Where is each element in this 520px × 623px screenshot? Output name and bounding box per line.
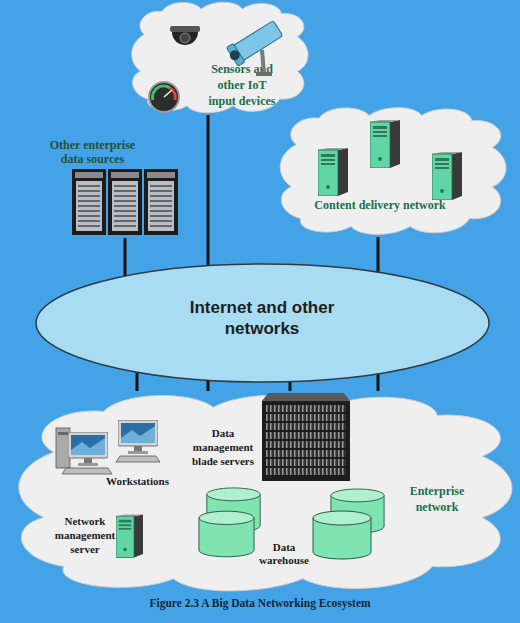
workstation-icons-part [118, 420, 158, 454]
data-warehouse-cylinders [199, 488, 384, 559]
bullet-camera [225, 19, 284, 76]
cdn-servers-part [318, 148, 348, 196]
component-label: Network management server [52, 514, 118, 556]
figure-caption: Figure 2.3 A Big Data Networking Ecosyst… [0, 597, 520, 609]
cdn-servers-part [370, 120, 400, 168]
ellipse-label: Internet and other networks [172, 297, 352, 339]
blade-server-group: Data management blade servers [186, 393, 352, 483]
workstation-icons-part [56, 428, 70, 468]
workstation-icons-part [68, 432, 108, 466]
cloud-shape [19, 395, 512, 591]
network-link [377, 374, 380, 391]
network-link [124, 238, 127, 276]
network-ellipse: Internet and other networks [35, 263, 490, 383]
workstation-group: Workstations [52, 418, 184, 490]
data-warehouse-group: Data warehouse [194, 483, 390, 569]
workstation-icons-part [62, 468, 112, 474]
server-racks-part [72, 169, 106, 235]
blade-server-rack-part [262, 393, 350, 481]
cloud-shape [280, 108, 506, 235]
cloud-shape [132, 2, 308, 112]
data-warehouse-cylinders-part [313, 511, 371, 559]
cdn-servers-part [432, 152, 462, 200]
data-warehouse-cylinders-part [207, 488, 260, 532]
cloud-label: Enterprise network [402, 483, 472, 515]
workstation-icons-part [58, 432, 68, 435]
cloud-label: Sensors and other IoT input devices [205, 61, 279, 109]
cdn-cloud: Content delivery network [278, 105, 506, 237]
server-racks [72, 169, 178, 235]
data-warehouse-cylinders-part [331, 489, 384, 533]
dome-camera-part [180, 33, 190, 43]
data-warehouse-cylinders-part [199, 511, 254, 557]
network-server-group: Network management server [50, 506, 146, 566]
workstation-icons [56, 420, 160, 474]
iot-cloud: Sensors and other IoT input devices [130, 0, 308, 115]
group-label: Other enterprise data sources [45, 138, 140, 166]
dome-camera [170, 26, 200, 45]
network-link [377, 237, 380, 272]
workstation-icons-part [116, 456, 160, 462]
component-label: Workstations [106, 475, 184, 488]
network-link [207, 380, 210, 391]
cdn-servers [318, 120, 462, 200]
gauge-icon-part [153, 86, 170, 100]
server-group: Other enterprise data sources [38, 136, 186, 238]
bullet-camera-part [225, 19, 284, 67]
enterprise-cloud: Enterprise network Workstations Data manag… [14, 391, 512, 595]
blade-server-rack [262, 393, 350, 481]
cloud-label: Content delivery network [300, 198, 460, 213]
network-server-icon-part [116, 514, 143, 557]
bullet-camera-part [262, 50, 264, 74]
bullet-camera-part-part [226, 43, 244, 66]
ellipse-shape [36, 264, 489, 382]
network-link [289, 382, 292, 391]
component-label: Data management blade servers [188, 426, 258, 468]
gauge-icon [149, 82, 179, 112]
cloud-outline [278, 105, 506, 237]
bullet-camera-part [256, 72, 272, 76]
server-racks-part [144, 169, 178, 235]
gauge-icon-part [170, 88, 175, 100]
dome-camera-part [172, 32, 198, 45]
gauge-icon-part [164, 90, 172, 97]
component-label: Data warehouse [254, 541, 314, 567]
caption-text: Figure 2.3 A Big Data Networking Ecosyst… [149, 597, 370, 609]
dome-camera-part [170, 26, 200, 32]
bullet-camera-part-part [228, 48, 242, 62]
server-racks-part [108, 169, 142, 235]
bullet-camera-part-part [231, 21, 283, 63]
network-link [136, 372, 139, 391]
network-server-icon [116, 514, 143, 557]
gauge-icon-part [149, 82, 179, 112]
network-link [207, 115, 210, 266]
